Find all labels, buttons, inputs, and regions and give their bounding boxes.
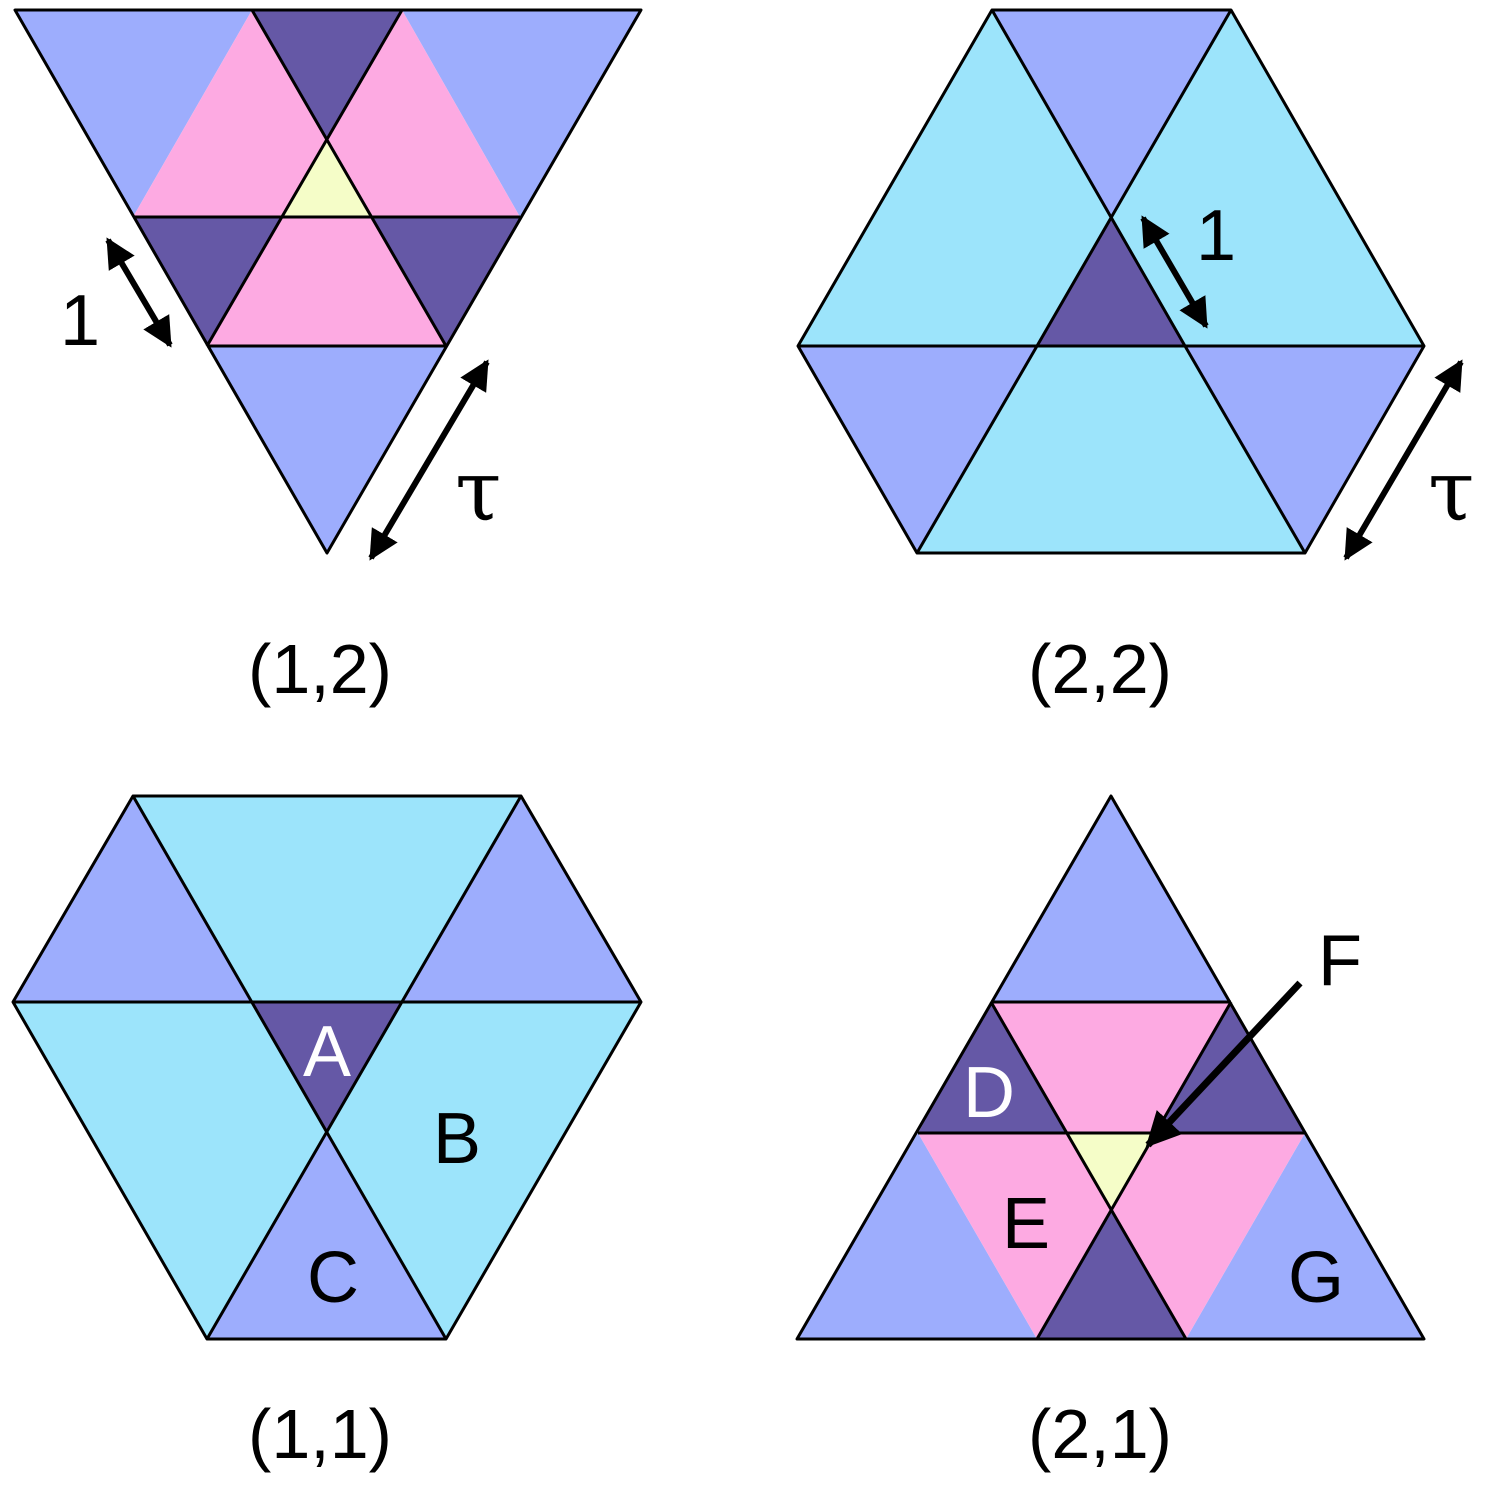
tile-light-blue (991, 796, 1231, 1002)
tile-pink (1111, 1133, 1305, 1339)
tile-pink (133, 10, 327, 217)
panel-2-1: D E F G (2,1) (795, 794, 1426, 1473)
tile-dark-purple (372, 217, 520, 346)
tile-G (1186, 1133, 1424, 1339)
tile-label-B: B (433, 1099, 481, 1179)
panel-2-2: 1 τ (2,2) (796, 8, 1474, 708)
unit-label: 1 (1196, 196, 1236, 276)
tile-F (1066, 1133, 1156, 1210)
tile-label-G: G (1288, 1238, 1344, 1318)
tile-dark-purple (1037, 1210, 1186, 1339)
tile-light-blue (15, 10, 252, 217)
panel-1-1: A B C (1,1) (11, 794, 643, 1473)
unit-length-arrow (1140, 215, 1209, 329)
tile-label-C: C (307, 1238, 359, 1318)
tau-length-arrow (1343, 359, 1464, 561)
tile-D (918, 1002, 1066, 1133)
unit-label: 1 (60, 281, 100, 361)
tile-pink (327, 10, 520, 217)
panel-caption: (2,1) (1028, 1395, 1172, 1473)
tile-light-blue (13, 796, 252, 1002)
tile-label-E: E (1002, 1184, 1050, 1264)
tile-light-blue (207, 346, 446, 553)
tile-label-F: F (1318, 921, 1362, 1001)
tile-A (252, 1002, 402, 1131)
tile-yellow (282, 139, 372, 217)
tile-light-blue (402, 10, 641, 217)
tile-cyan (133, 796, 521, 1002)
tile-label-A: A (303, 1012, 351, 1092)
tile-B (327, 1002, 641, 1339)
tau-label: τ (455, 442, 501, 540)
unit-length-arrow (105, 237, 173, 348)
panel-caption: (1,2) (248, 630, 392, 708)
tau-label: τ (1428, 442, 1474, 540)
tile-C (207, 1131, 446, 1339)
tile-pink (991, 1002, 1231, 1133)
tile-E (918, 1133, 1111, 1339)
tile-cyan (798, 10, 1111, 346)
tau-length-arrow (368, 359, 490, 561)
tile-light-blue (797, 1133, 1037, 1339)
tile-cyan (917, 346, 1305, 553)
panel-caption: (2,2) (1028, 630, 1172, 708)
pointer-arrow-F (1145, 980, 1303, 1148)
panel-1-2: 1 τ (1,2) (13, 8, 643, 708)
tile-dark-purple (252, 10, 402, 139)
panel-caption: (1,1) (248, 1395, 392, 1473)
tile-label-D: D (963, 1053, 1015, 1133)
tile-light-blue (992, 10, 1231, 217)
tile-pink (207, 217, 446, 346)
tile-cyan (13, 1002, 327, 1339)
tile-light-blue (798, 346, 1037, 553)
tile-light-blue (402, 796, 641, 1002)
